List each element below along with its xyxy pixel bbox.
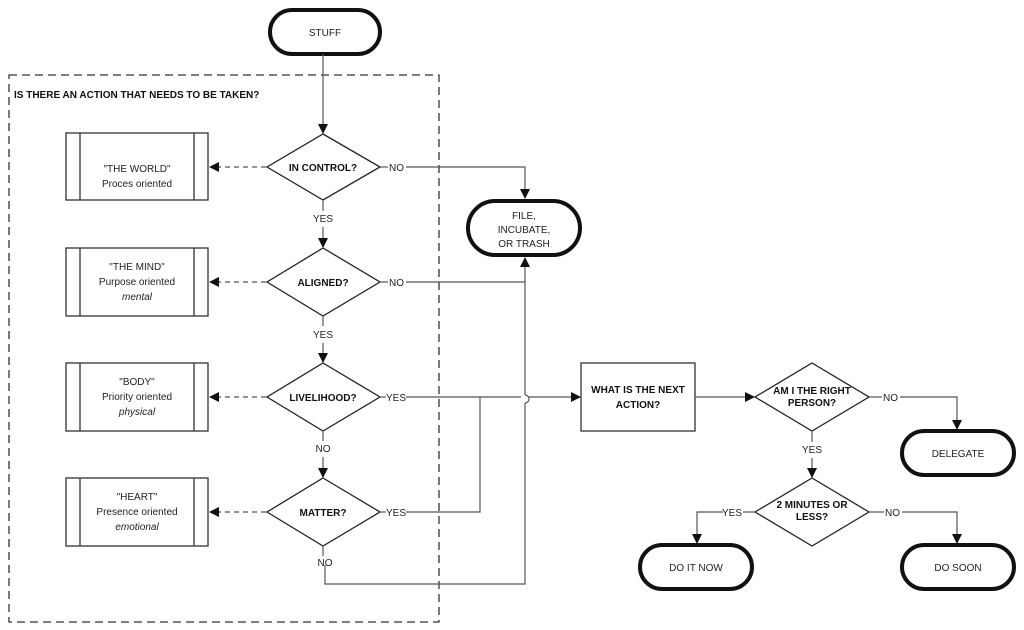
decision-livelihood[interactable]: LIVELIHOOD? (265, 362, 382, 432)
next-action-line-1: WHAT IS THE NEXT (591, 385, 685, 396)
side-box-title: "THE WORLD" (103, 164, 171, 175)
side-box-subtitle: Purpose oriented (99, 277, 175, 288)
connector-right-person-no-to-delegate (900, 396, 962, 430)
right-person-line-2: PERSON? (788, 398, 836, 409)
action-group-boundary (8, 74, 440, 623)
edge-label-no: NO (318, 558, 333, 569)
decision-matter[interactable]: MATTER? (265, 477, 382, 547)
start-terminal-label: STUFF (309, 28, 341, 39)
decision-aligned[interactable]: ALIGNED? (265, 247, 382, 317)
connector-two-minutes-yes-to-do-it-now (692, 511, 723, 544)
file-incubate-trash-terminal[interactable]: FILE, INCUBATE, OR TRASH (466, 199, 582, 257)
decision-aligned-label: ALIGNED? (297, 278, 348, 289)
decision-two-minutes[interactable]: 2 MINUTES OR LESS? (753, 477, 871, 547)
do-soon-label: DO SOON (934, 563, 981, 574)
side-box-italic: physical (118, 407, 156, 418)
side-box-heart[interactable]: "HEART" Presence oriented emotional (65, 477, 209, 547)
decision-right-person[interactable]: AM I THE RIGHT PERSON? (753, 362, 871, 432)
edge-label-no: NO (883, 393, 898, 404)
decision-in-control-label: IN CONTROL? (289, 163, 357, 174)
line-jump (524, 394, 530, 404)
edge-label-yes: YES (313, 214, 333, 225)
side-box-the-world[interactable]: "THE WORLD" Proces oriented (65, 132, 209, 201)
side-box-the-mind[interactable]: "THE MIND" Purpose oriented mental (65, 247, 209, 317)
connector-matter-yes (406, 397, 481, 513)
edge-label-no: NO (389, 278, 404, 289)
edge-label-yes: YES (313, 330, 333, 341)
decision-in-control[interactable]: IN CONTROL? (265, 133, 382, 201)
two-minutes-line-2: LESS? (796, 512, 828, 523)
delegate-label: DELEGATE (932, 449, 985, 460)
delegate-terminal[interactable]: DELEGATE (900, 429, 1016, 477)
side-box-body[interactable]: "BODY" Priority oriented physical (65, 362, 209, 432)
group-title: IS THERE AN ACTION THAT NEEDS TO BE TAKE… (14, 90, 259, 101)
edge-label-yes: YES (386, 393, 406, 404)
do-it-now-terminal[interactable]: DO IT NOW (638, 543, 754, 591)
connector-two-minutes-no-to-do-soon (902, 511, 962, 544)
connector-matter-no-return (324, 403, 526, 585)
edge-label-no: NO (389, 163, 404, 174)
start-terminal[interactable]: STUFF (268, 8, 382, 56)
side-box-italic: emotional (115, 522, 159, 533)
side-box-subtitle: Presence oriented (96, 507, 177, 518)
edge-label-no: NO (316, 444, 331, 455)
decision-matter-label: MATTER? (299, 508, 346, 519)
edge-label-no: NO (885, 508, 900, 519)
side-box-title: "THE MIND" (109, 262, 165, 273)
edge-label-yes: YES (722, 508, 742, 519)
two-minutes-line-1: 2 MINUTES OR (776, 500, 848, 511)
edge-label-yes: YES (386, 508, 406, 519)
side-box-italic: mental (122, 292, 153, 303)
edge-label-yes: YES (802, 445, 822, 456)
process-next-action[interactable]: WHAT IS THE NEXT ACTION? (580, 362, 696, 432)
connector-in-control-no-to-file (406, 166, 530, 199)
side-box-title: "HEART" (117, 492, 158, 503)
next-action-line-2: ACTION? (616, 400, 660, 411)
file-terminal-line-1: FILE, (512, 211, 536, 222)
file-terminal-line-2: INCUBATE, (498, 225, 551, 236)
side-box-subtitle: Proces oriented (102, 179, 172, 190)
decision-livelihood-label: LIVELIHOOD? (289, 393, 356, 404)
side-box-title: "BODY" (119, 377, 155, 388)
side-box-subtitle: Priority oriented (102, 392, 172, 403)
do-it-now-label: DO IT NOW (669, 563, 723, 574)
do-soon-terminal[interactable]: DO SOON (900, 543, 1016, 591)
right-person-line-1: AM I THE RIGHT (773, 386, 851, 397)
file-terminal-line-3: OR TRASH (498, 239, 550, 250)
